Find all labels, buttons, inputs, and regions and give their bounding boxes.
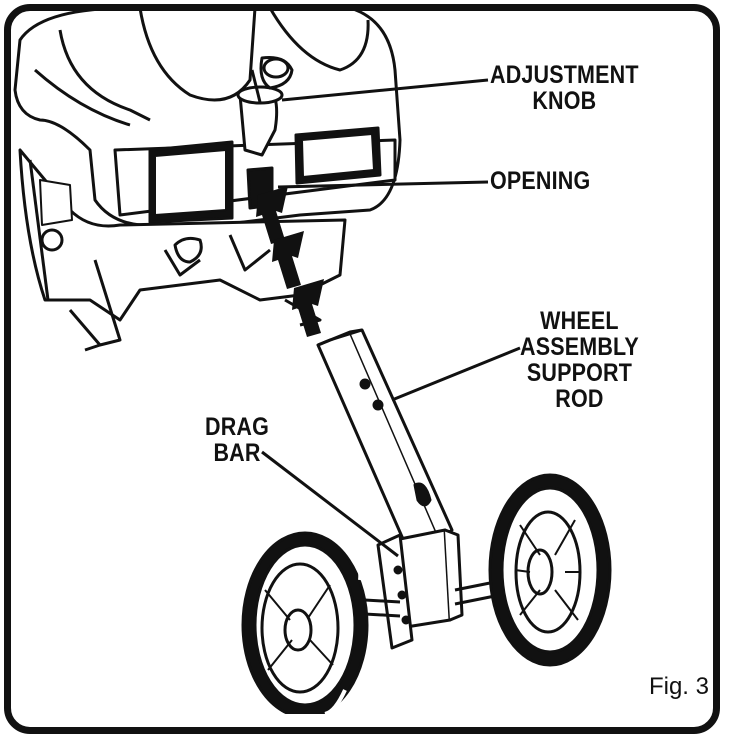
label-drag-bar: DRAG BAR bbox=[205, 414, 269, 466]
label-adjustment-knob: ADJUSTMENT KNOB bbox=[490, 62, 639, 114]
label-opening-line1: OPENING bbox=[490, 167, 591, 195]
figure-label: Fig. 3 bbox=[648, 673, 709, 700]
leader-adjustment-knob bbox=[281, 78, 489, 102]
diagram-canvas: ADJUSTMENT KNOB OPENING WHEEL ASSEMBLY S… bbox=[4, 4, 720, 734]
left-wheel bbox=[241, 531, 369, 714]
leader-lines bbox=[261, 78, 521, 558]
label-drag-bar-line1: DRAG bbox=[205, 413, 270, 441]
right-wheel bbox=[488, 473, 612, 667]
assembly-illustration bbox=[13, 6, 612, 714]
label-adjustment-knob-line1: ADJUSTMENT bbox=[490, 61, 639, 89]
label-adjustment-knob-line2: KNOB bbox=[532, 87, 597, 115]
label-opening: OPENING bbox=[490, 168, 590, 194]
label-drag-bar-line2: BAR bbox=[213, 439, 261, 467]
insertion-arrows bbox=[256, 186, 324, 337]
label-rod-line2: ASSEMBLY bbox=[520, 333, 639, 361]
label-rod-line3: SUPPORT bbox=[526, 359, 633, 387]
label-rod-line4: ROD bbox=[555, 385, 604, 413]
label-wheel-assembly-support-rod: WHEEL ASSEMBLY SUPPORT ROD bbox=[520, 308, 639, 412]
leader-drag-bar bbox=[261, 450, 399, 558]
tiller-body bbox=[13, 6, 402, 352]
label-rod-line1: WHEEL bbox=[540, 307, 619, 335]
leader-support-rod bbox=[391, 346, 521, 402]
leader-opening bbox=[277, 180, 489, 189]
